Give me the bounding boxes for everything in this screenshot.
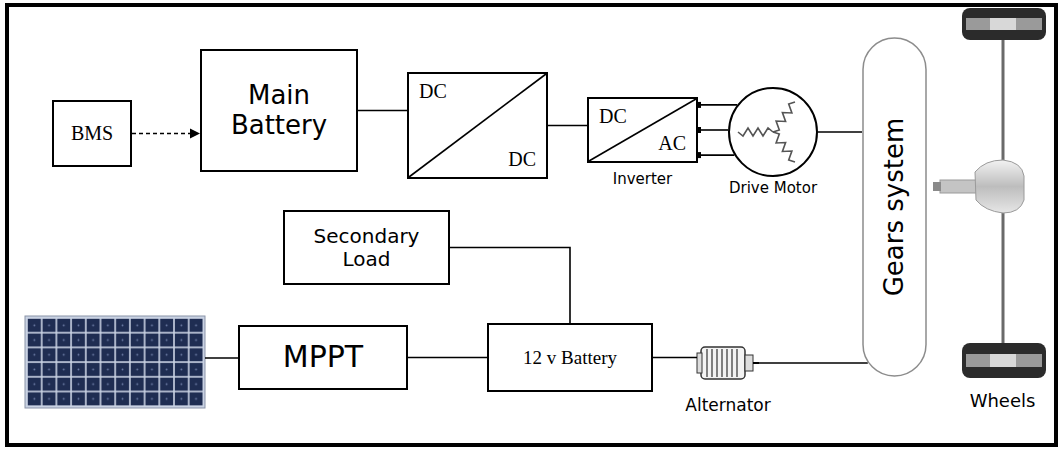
node-text: DC [419,80,447,103]
connector [132,129,200,139]
motor-outline [728,87,818,177]
battery-box: Main Battery [200,49,358,172]
connector [358,110,407,111]
node-text: DC [508,148,536,171]
gears-band: Gears system [862,37,927,377]
connector-line [759,362,868,364]
mppt-box: MPPT [238,325,408,390]
connector-line [450,248,570,324]
connector-line [408,357,487,359]
node-text: Drive Motor [729,180,817,197]
node-text: Wheels [970,391,1036,412]
node-text: Alternator [685,396,770,416]
connector-line [818,131,862,133]
connector [548,125,587,126]
bms-box: BMS [52,100,132,167]
connector [818,132,862,133]
node-text: Inverter [613,171,672,188]
node-text: MPPT [283,340,363,375]
node-text: Secondary Load [293,225,440,271]
node-text: 12 v Battery [523,347,617,369]
connector [450,248,570,324]
converter-box: DC DC [407,72,548,179]
alternator-symbol [697,347,759,379]
connector [695,102,737,158]
node-text: AC [658,132,686,155]
connector-line [132,133,192,135]
load-box: Secondary Load [283,210,450,285]
connector-line [698,104,737,106]
connector-line [698,154,734,156]
node-text: Main Battery [210,81,348,141]
panel-wire [205,357,238,359]
arrow-head [190,129,200,139]
solar-panel [25,316,205,408]
node-text: Gears system [880,118,910,297]
connector-line [698,129,728,131]
connector [759,363,868,364]
inverter-box: DCACInverter [587,97,698,163]
node-text: DC [599,105,627,128]
node-text: BMS [71,122,113,145]
connector [653,357,697,358]
connector-line [358,110,407,112]
alternator-figure: Alternator [697,340,759,386]
motor-circle: Drive Motor [728,87,818,177]
connector-line [653,357,697,359]
battery12-box: 12 v Battery [487,323,653,392]
connector [408,357,487,358]
wheels-axle [933,8,1046,378]
wheels-figure: Wheels [955,5,1050,383]
motor-coil [738,102,795,162]
connector-line [548,125,587,127]
